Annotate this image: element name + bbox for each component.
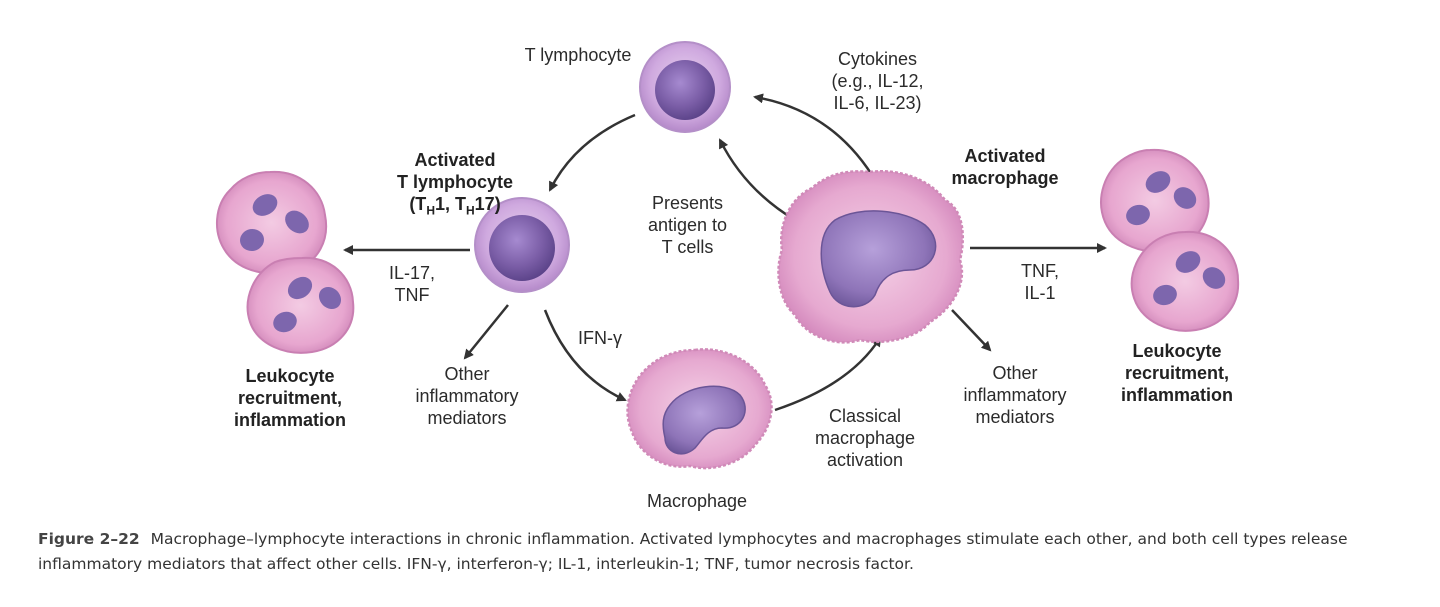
label-il17-tnf: IL-17, TNF bbox=[388, 263, 436, 305]
activated-macrophage-cell bbox=[777, 170, 965, 344]
label-activated-macrophage: Activated macrophage bbox=[951, 146, 1059, 188]
caption-text: Macrophage–lymphocyte interactions in ch… bbox=[38, 530, 1348, 573]
arrow-ifn-gamma bbox=[543, 309, 627, 402]
label-macrophage: Macrophage bbox=[646, 491, 748, 511]
arrows bbox=[343, 93, 1107, 412]
neutrophil-right-top bbox=[1100, 148, 1210, 253]
label-other-mediators-left: Other inflammatory mediators bbox=[415, 364, 519, 428]
label-leukocyte-right: Leukocyte recruitment, inflammation bbox=[1120, 341, 1233, 405]
label-activated-t-subtypes: (TH1, TH17) bbox=[409, 194, 501, 218]
figure-number: Figure 2–22 bbox=[38, 530, 140, 548]
label-ifn-gamma: IFN-γ bbox=[578, 328, 622, 348]
t-lymphocyte-cell bbox=[639, 41, 731, 133]
activated-t-lymphocyte-cell bbox=[474, 197, 570, 293]
label-leukocyte-left: Leukocyte recruitment, inflammation bbox=[233, 366, 346, 430]
label-classical-activation: Classical macrophage activation bbox=[814, 406, 916, 470]
arrow-classical-activation bbox=[774, 336, 882, 412]
arrow-presents-antigen bbox=[718, 138, 796, 222]
arrow-macrophage-to-other-right bbox=[951, 309, 992, 352]
neutrophil-left-bottom bbox=[246, 256, 355, 354]
label-tnf-il1: TNF, IL-1 bbox=[1021, 261, 1059, 303]
label-t-lymphocyte: T lymphocyte bbox=[524, 45, 632, 65]
label-presents-antigen: Presents antigen to T cells bbox=[647, 193, 728, 257]
neutrophil-left-top bbox=[215, 170, 328, 275]
arrow-activated-t-to-other-left bbox=[463, 304, 509, 360]
arrow-t-to-activated-t bbox=[548, 113, 636, 192]
label-other-mediators-right: Other inflammatory mediators bbox=[963, 363, 1067, 427]
label-activated-t-title: Activated T lymphocyte bbox=[396, 150, 514, 192]
figure-caption: Figure 2–22 Macrophage–lymphocyte intera… bbox=[38, 527, 1423, 577]
label-cytokines: Cytokines (e.g., IL-12, IL-6, IL-23) bbox=[831, 49, 924, 113]
arrow-cytokines-to-t bbox=[753, 93, 874, 176]
label-activated-t-lymphocyte: Activated T lymphocyte(TH1, TH17) bbox=[375, 127, 535, 222]
neutrophil-right-bottom bbox=[1130, 230, 1240, 332]
macrophage-cell bbox=[626, 348, 773, 470]
diagram-canvas bbox=[215, 41, 1240, 470]
